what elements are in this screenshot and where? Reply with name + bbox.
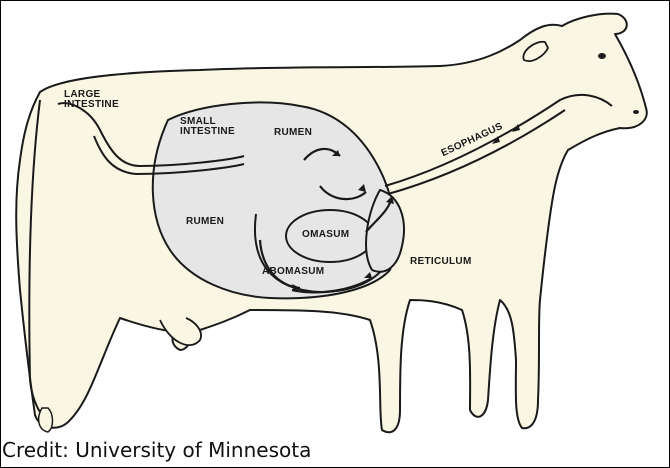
label-small-intestine-2: INTESTINE bbox=[180, 127, 235, 137]
cow-nostril bbox=[633, 110, 639, 114]
cow-eye bbox=[598, 53, 606, 59]
label-rumen-upper: RUMEN bbox=[274, 128, 312, 138]
cow-tail-tip bbox=[39, 408, 53, 432]
image-credit: Credit: University of Minnesota bbox=[2, 438, 311, 462]
label-omasum: OMASUM bbox=[302, 230, 349, 240]
label-abomasum: ABOMASUM bbox=[262, 267, 324, 277]
label-large-intestine-2: INTESTINE bbox=[64, 100, 119, 110]
label-rumen-lower: RUMEN bbox=[186, 217, 224, 227]
label-reticulum: RETICULUM bbox=[410, 257, 472, 267]
